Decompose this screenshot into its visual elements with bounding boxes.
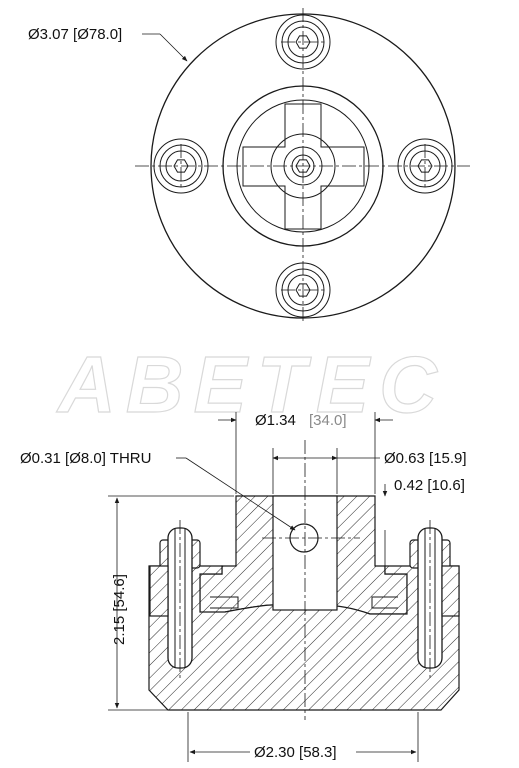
base-diameter-label: Ø2.30 [58.3] xyxy=(254,744,337,761)
bolt-right xyxy=(397,138,453,194)
bore-diameter-label: Ø1.34 xyxy=(255,412,296,429)
step-height-label: 0.42 [10.6] xyxy=(394,477,465,494)
top-view: Ø3.07 [Ø78.0] xyxy=(28,8,470,322)
total-height-label: 2.15 [54.6] xyxy=(111,574,128,645)
thru-hole-label: Ø0.31 [Ø8.0] THRU xyxy=(20,450,151,467)
watermark-logo: ABETEC xyxy=(56,340,447,429)
boss-inner-circle xyxy=(236,99,370,233)
bore-diameter-metric-label: [34.0] xyxy=(309,412,347,429)
bolt-bottom xyxy=(275,262,331,318)
left-bolt-section xyxy=(149,520,201,680)
boss-outer-circle xyxy=(222,85,384,247)
outer-diameter-label: Ø3.07 [Ø78.0] xyxy=(28,26,122,43)
section-view: Ø1.34 [34.0] Ø0.63 [15.9] Ø0.31 [Ø8.0] T… xyxy=(20,412,467,762)
inner-diameter-label: Ø0.63 [15.9] xyxy=(384,450,467,467)
right-bolt-section xyxy=(409,520,460,680)
hub-outer-circle xyxy=(270,133,336,199)
bolt-left xyxy=(153,138,209,194)
bolt-top xyxy=(275,14,331,70)
outer-flange-circle xyxy=(150,13,456,319)
hub-inner-circle xyxy=(283,146,323,186)
hub-hex-socket xyxy=(295,159,311,173)
